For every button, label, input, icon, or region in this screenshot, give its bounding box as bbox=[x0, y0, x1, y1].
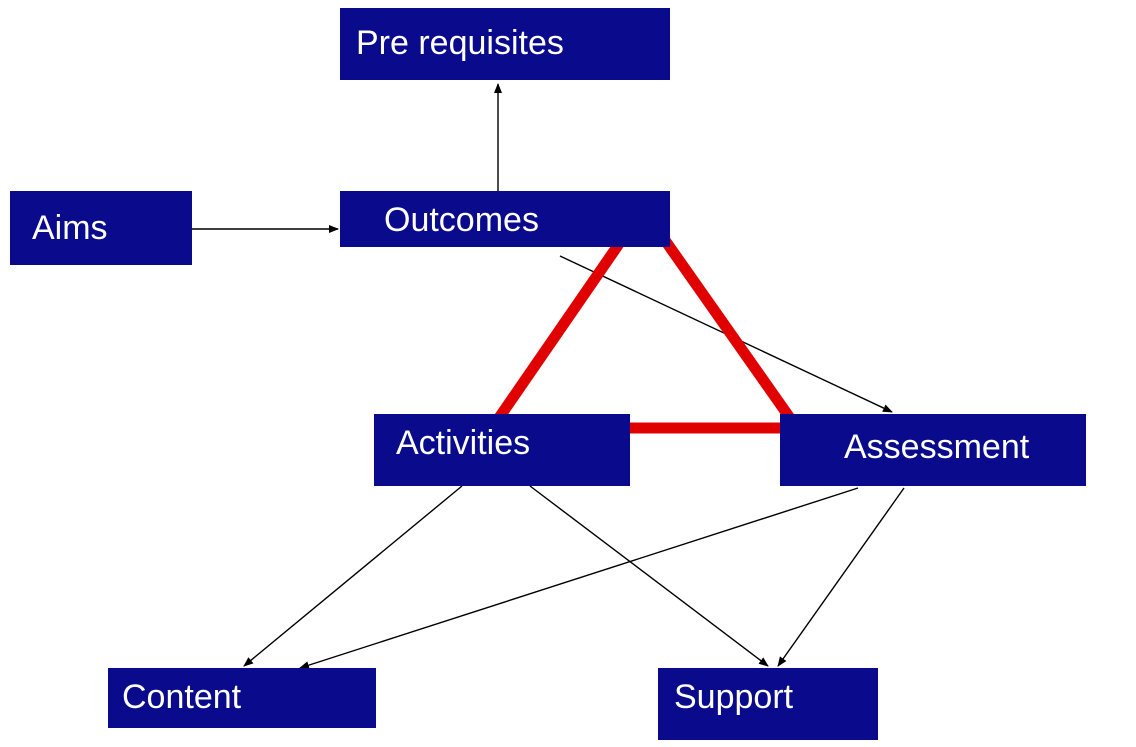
node-content-label: Content bbox=[122, 678, 242, 716]
arrow-assessment-to-content bbox=[299, 487, 859, 670]
node-activities: Activities bbox=[374, 414, 630, 486]
node-prerequisites: Pre requisites bbox=[340, 8, 670, 80]
node-assessment-label: Assessment bbox=[844, 428, 1030, 466]
node-outcomes-label: Outcomes bbox=[384, 201, 539, 239]
node-aims-label: Aims bbox=[32, 209, 108, 247]
node-aims: Aims bbox=[10, 191, 192, 265]
node-support-label: Support bbox=[674, 678, 794, 716]
node-assessment: Assessment bbox=[780, 414, 1086, 486]
arrow-activities-to-content bbox=[243, 485, 463, 667]
arrow-assessment-to-support bbox=[777, 487, 905, 667]
node-content: Content bbox=[108, 668, 376, 728]
arrow-activities-to-support bbox=[529, 485, 769, 667]
node-support: Support bbox=[658, 668, 878, 740]
node-activities-label: Activities bbox=[396, 424, 531, 462]
alignment-triangle bbox=[481, 199, 808, 434]
node-prerequisites-label: Pre requisites bbox=[356, 24, 564, 62]
node-outcomes: Outcomes bbox=[340, 191, 670, 247]
